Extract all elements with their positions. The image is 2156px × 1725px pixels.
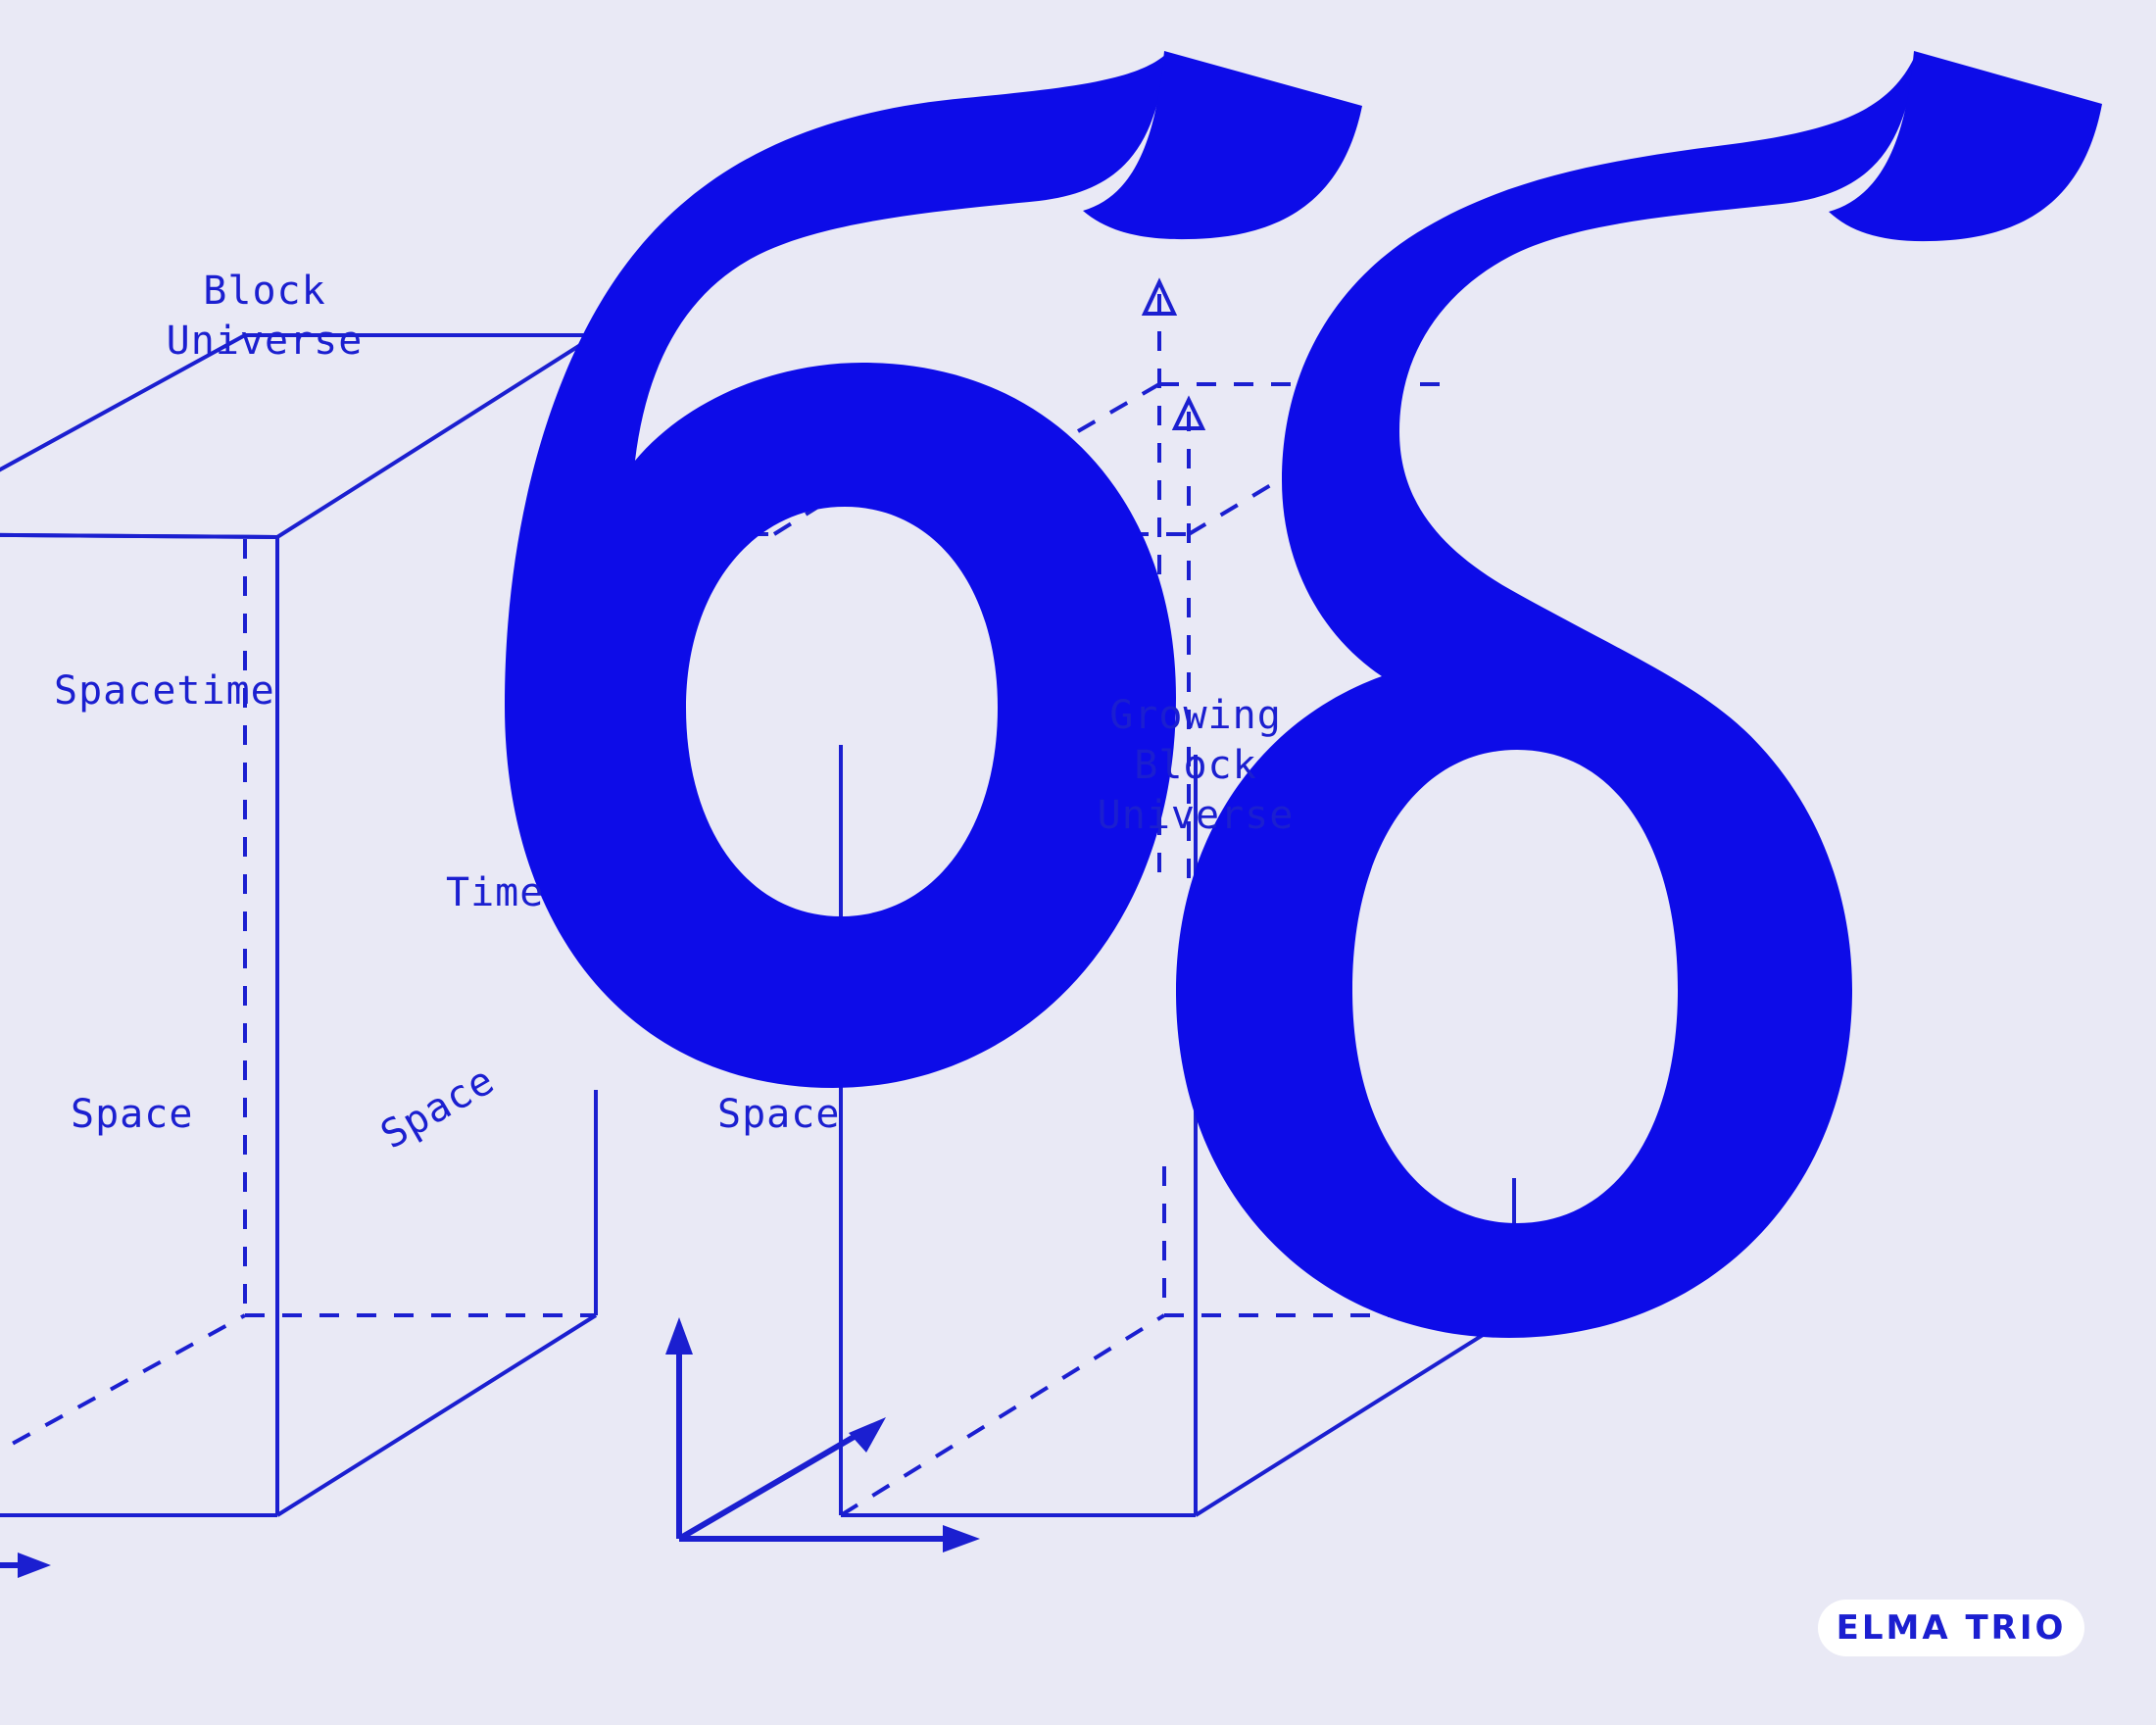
right-block-growth-arrow-back-head — [1141, 277, 1178, 316]
left-block-top-face-label: Block Universe — [166, 269, 364, 365]
left-block-bottom-right-diagonal-edge — [275, 1313, 598, 1517]
left-block-front-top-edge — [0, 532, 278, 539]
greek-delta-glyph — [1176, 54, 1916, 1338]
growing-block-universe-label: Growing Block Universe — [1097, 693, 1295, 839]
elma-trio-badge-label: ELMA TRIO — [1836, 1608, 2067, 1648]
space-axis-label: Space — [717, 1092, 841, 1137]
left-block-hidden-bottom-diagonal-edge — [0, 1313, 246, 1454]
time-axis-label: Time — [446, 870, 545, 915]
spacetime-label: Spacetime — [54, 668, 275, 714]
right-block-top-back-left-diagonal-edge — [1076, 382, 1161, 433]
elma-trio-badge[interactable]: ELMA TRIO — [1818, 1600, 2084, 1656]
right-block-growth-arrow-inner-head — [1171, 395, 1206, 430]
axis-time-arrowhead — [665, 1317, 693, 1355]
left-space-axis — [0, 1552, 51, 1578]
left-block-wireframe — [0, 333, 603, 1517]
right-block-bottom-right-diagonal-edge — [1194, 1313, 1516, 1517]
axis-space-depth-shaft — [677, 1426, 869, 1542]
left-space-axis-arrowhead — [18, 1552, 51, 1578]
axis-space-depth-arrowhead — [849, 1417, 886, 1453]
numeral-six-glyph — [505, 54, 1176, 1088]
left-space-axis-label: Space — [71, 1092, 194, 1137]
right-block-hidden-bottom-diagonal-edge — [839, 1313, 1166, 1517]
axis-triad — [665, 1317, 980, 1552]
axis-space-horizontal-arrowhead — [943, 1525, 980, 1552]
numeral-six-tail — [1083, 51, 1362, 240]
greek-delta-tail — [1829, 51, 2102, 242]
